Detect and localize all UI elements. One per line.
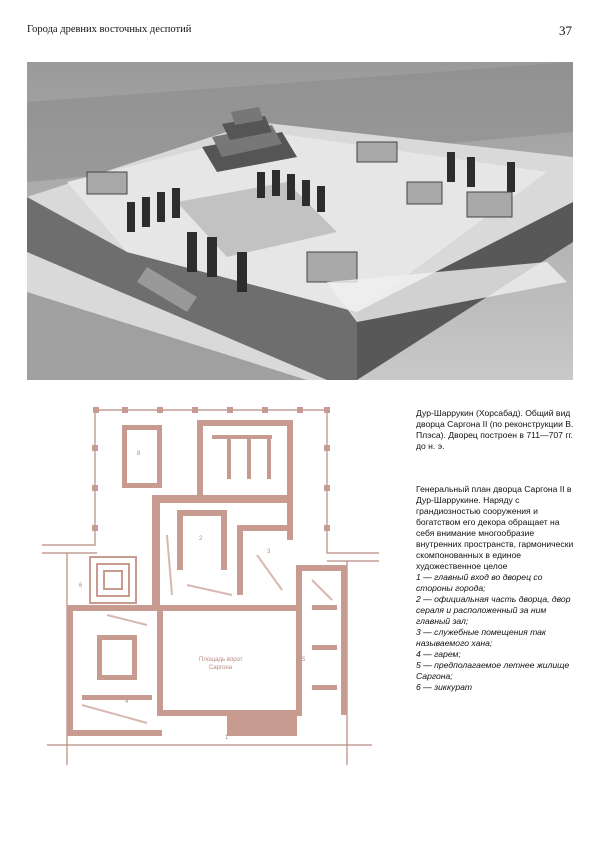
legend-item: 2 — официальная часть дворца, двор серал…: [416, 594, 571, 626]
plan-label-8: 8: [137, 451, 141, 457]
plan-caption-intro: Генеральный план дворца Саргона II в Дур…: [416, 484, 574, 571]
plan-courtyard-label-line1: Площадь ворот: [199, 657, 243, 663]
plan-label-3: 3: [267, 549, 271, 555]
photo-caption: Дур-Шаррукин (Хорсабад). Общий вид дворц…: [416, 408, 576, 452]
palace-plan-drawing: 8 2 3 6 4 5 1 Площадь ворот Саргона: [42, 407, 379, 765]
plan-label-2: 2: [199, 536, 203, 542]
plan-courtyard-label-line2: Саргона: [209, 665, 233, 671]
plan-label-4: 4: [125, 699, 129, 705]
photo-caption-text: Дур-Шаррукин (Хорсабад). Общий вид дворц…: [416, 408, 574, 451]
legend-item: 4 — гарем;: [416, 649, 461, 659]
page-number: 37: [559, 23, 572, 38]
legend-item: 5 — предполагаемое летнее жилище Саргона…: [416, 660, 570, 681]
plan-legend: 1 — главный вход во дворец со стороны го…: [416, 572, 576, 693]
running-title: Города древних восточных деспотий: [27, 24, 192, 35]
plan-label-6: 6: [79, 583, 83, 589]
plan-caption: Генеральный план дворца Саргона II в Дур…: [416, 484, 576, 693]
legend-item: 6 — зиккурат: [416, 682, 473, 692]
plan-label-5: 5: [302, 657, 306, 663]
legend-item: 1 — главный вход во дворец со стороны го…: [416, 572, 543, 593]
palace-reconstruction-drawing: [27, 62, 573, 380]
plan-label-1: 1: [225, 735, 229, 741]
legend-item: 3 — служебные помещения так называемого …: [416, 627, 546, 648]
palace-reconstruction-image: [27, 62, 573, 380]
palace-general-plan: 8 2 3 6 4 5 1 Площадь ворот Саргона: [27, 405, 392, 785]
